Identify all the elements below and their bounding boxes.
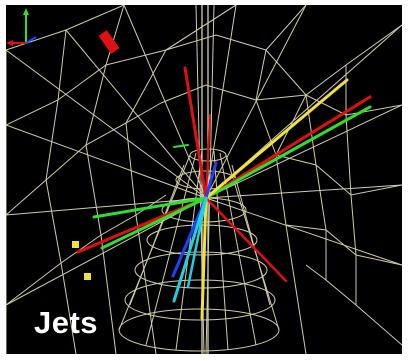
jet-track-green-short (173, 144, 189, 148)
jet-track-green (204, 105, 372, 200)
jet-track-red (183, 66, 208, 200)
detector-wireframe (6, 5, 402, 354)
jet-track-green (92, 196, 208, 219)
jet-track-green (100, 196, 208, 250)
jet-track-cyan (186, 196, 208, 289)
energy-deposit-yellow (84, 273, 91, 280)
jet-track-yellow (204, 78, 349, 200)
jet-track-red (204, 196, 288, 283)
jet-track-yellow (200, 196, 208, 320)
jet-track-cyan (172, 196, 208, 303)
energy-deposit-yellow (72, 241, 79, 248)
event-display-scene: Jets (6, 5, 402, 354)
energy-deposit-red (98, 30, 120, 54)
jet-track-red (205, 114, 211, 199)
jets-caption: Jets (34, 305, 99, 340)
jet-track-blue (204, 161, 218, 200)
axis-triad-icon (6, 8, 37, 46)
